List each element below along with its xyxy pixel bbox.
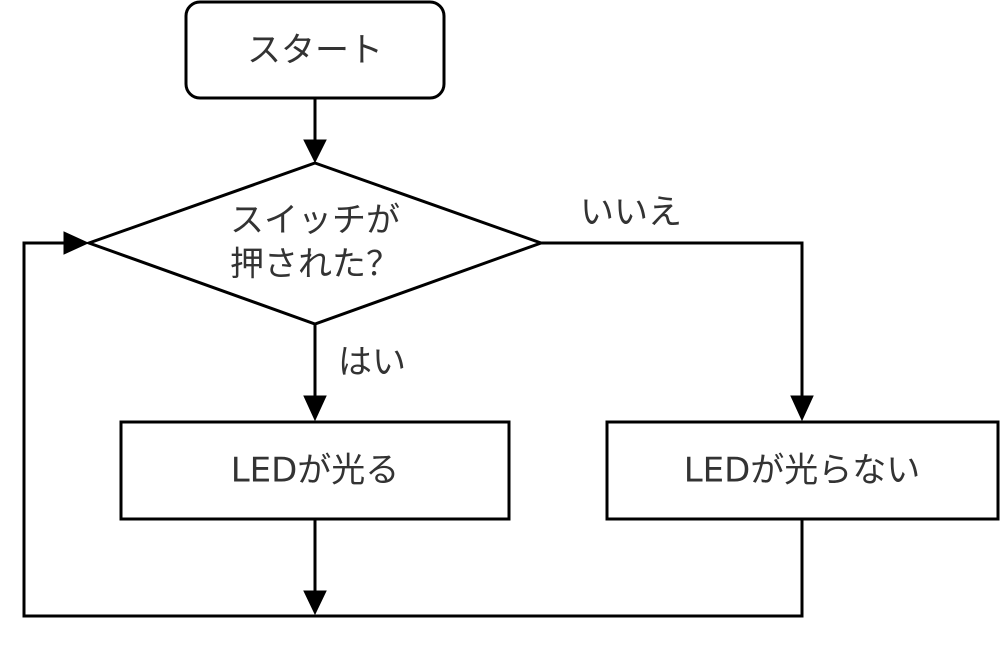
edge-loop-back [22,231,315,618]
decision-node: スイッチが 押された？ [84,161,546,326]
led-off-node: LEDが光らない [605,420,1000,521]
decision-node-label-line2: 押された？ [230,245,400,285]
edge-label-yes: はい [338,343,406,383]
edge-led-off-to-merge [315,519,804,618]
edge-decision-no-line [541,241,804,398]
arrowhead-led-on [303,395,327,422]
led-on-node-shape [119,420,511,521]
edge-loop-back-line [22,241,315,618]
edge-decision-yes: はい [303,324,406,422]
arrowhead-loop-back [63,231,90,255]
arrowhead-led-off [790,395,814,422]
led-off-node-label: LEDが光らない [684,451,921,491]
start-node-label: スタート [247,31,383,71]
start-node: スタート [184,0,446,100]
arrowhead-decision-top [303,139,327,164]
edge-led-on-to-merge [303,519,327,616]
edge-start-to-decision [303,98,327,164]
decision-node-label-line1: スイッチが [230,201,400,241]
decision-node-shape [84,161,546,326]
edge-decision-no: いいえ [541,193,814,422]
edge-led-off-to-merge-line [315,519,804,618]
edge-label-no: いいえ [580,193,682,233]
arrowhead-merge [303,590,327,616]
led-on-node: LEDが光る [119,420,511,521]
led-on-node-label: LEDが光る [231,451,400,491]
